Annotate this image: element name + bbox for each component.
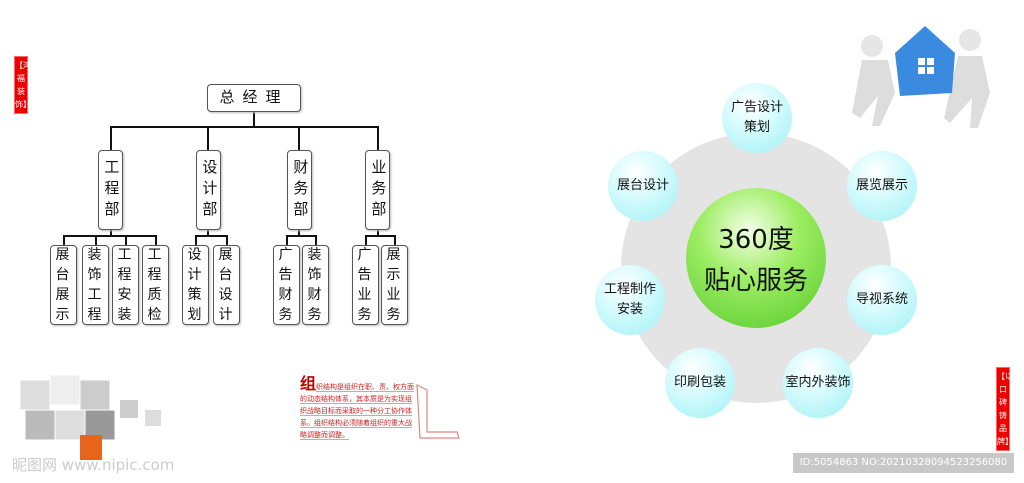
sub-unit: 展台展示	[50, 245, 77, 325]
service-center: 360度 贴心服务	[686, 188, 826, 328]
service-item: 展台设计	[608, 151, 678, 221]
service-item: 工程制作安装	[595, 265, 665, 335]
dept-finance: 财务部	[287, 150, 312, 230]
dept-engineering: 工程部	[98, 150, 123, 230]
service-item: 导视系统	[847, 265, 917, 335]
service-item: 广告设计策划	[722, 83, 792, 153]
slogan-tag: 【以口碑铸品牌】	[996, 367, 1013, 451]
sub-unit: 展示业务	[381, 245, 408, 325]
brand-tag: 【鸿福装饰】	[14, 56, 31, 114]
house-figures-illustration	[852, 26, 990, 128]
sub-unit: 装饰工程	[82, 245, 109, 325]
service-item: 室内外装饰	[783, 348, 853, 418]
watermark-left: 昵图网 www.nipic.com	[12, 456, 175, 474]
sub-unit: 广告财务	[273, 245, 300, 325]
service-item: 印刷包装	[665, 348, 735, 418]
dept-business: 业务部	[365, 150, 390, 230]
sub-unit: 装饰财务	[302, 245, 329, 325]
cubes-illustration	[19, 374, 161, 460]
sub-unit: 工程质检	[142, 245, 169, 325]
service-item: 展览展示	[847, 151, 917, 221]
general-manager-box: 总经理	[207, 84, 301, 112]
bracket-decoration	[416, 384, 460, 439]
sub-unit: 工程安装	[112, 245, 139, 325]
org-structure-note: 组织结构是组织在职、责、权方面的动态结构体系，其本质是为实现组织战略目标而采取的…	[300, 374, 415, 440]
watermark-id: ID:5054863 NO:20210328094523256080	[793, 453, 1014, 473]
sub-unit: 展台设计	[213, 245, 240, 325]
dept-design: 设计部	[196, 150, 221, 230]
sub-unit: 设计策划	[182, 245, 209, 325]
sub-unit: 广告业务	[352, 245, 379, 325]
